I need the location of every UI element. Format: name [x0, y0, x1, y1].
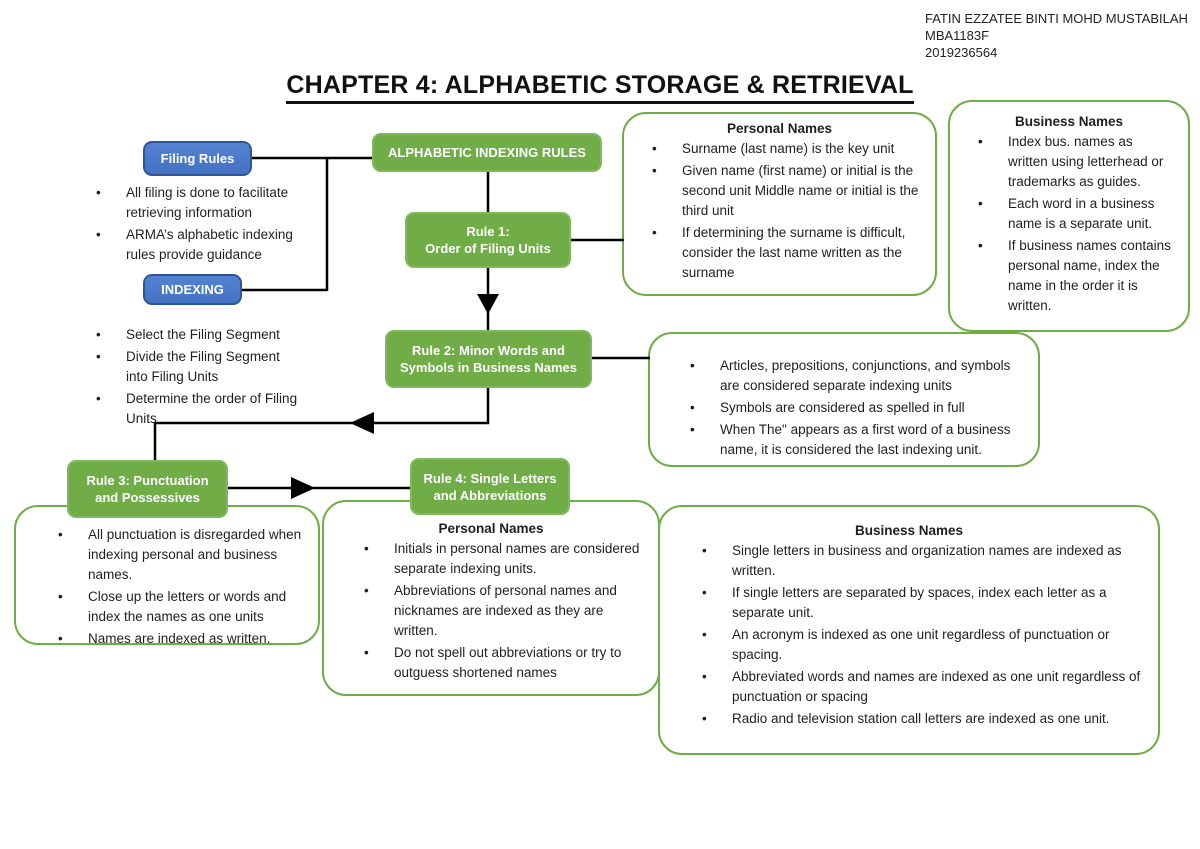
bullet-list: Surname (last name) is the key unit Give… — [624, 139, 935, 283]
container-heading: Personal Names — [438, 521, 544, 536]
list-item: Radio and television station call letter… — [690, 709, 1144, 729]
list-item: Do not spell out abbreviations or try to… — [352, 643, 644, 683]
list-item: ARMA’s alphabetic indexing rules provide… — [84, 225, 304, 265]
list-item: Index bus. names as written using letter… — [966, 132, 1174, 192]
node-label-line2: Order of Filing Units — [425, 241, 551, 256]
node-label: Rule 2: Minor Words and Symbols in Busin… — [399, 343, 577, 375]
list-item: Divide the Filing Segment into Filing Un… — [84, 347, 304, 387]
list-item: Articles, prepositions, conjunctions, an… — [678, 356, 1024, 396]
container-business-names-bottom: Business Names Single letters in busines… — [658, 505, 1160, 755]
arrow-left-icon — [350, 412, 374, 434]
list-item: All filing is done to facilitate retriev… — [84, 183, 304, 223]
list-item: Names are indexed as written. — [46, 629, 304, 649]
node-rule4: Rule 4: Single Letters and Abbreviations — [410, 458, 570, 515]
indexing-notes: Select the Filing Segment Divide the Fil… — [68, 325, 318, 431]
container-rule3-detail: All punctuation is disregarded when inde… — [14, 505, 320, 649]
arrow-right-icon — [291, 477, 315, 499]
list-item: Symbols are considered as spelled in ful… — [678, 398, 1024, 418]
list-item: When The" appears as a first word of a b… — [678, 420, 1024, 460]
node-label: ALPHABETIC INDEXING RULES — [388, 145, 586, 160]
author-student-id: 2019236564 — [925, 45, 998, 60]
bullet-list: Articles, prepositions, conjunctions, an… — [650, 356, 1038, 460]
node-label: Rule 4: Single Letters and Abbreviations — [423, 470, 557, 503]
node-label-line1: Rule 1: — [466, 224, 510, 239]
list-item: If single letters are separated by space… — [690, 583, 1144, 623]
node-label: INDEXING — [161, 282, 224, 297]
list-item: All punctuation is disregarded when inde… — [46, 525, 304, 585]
list-item: Determine the order of Filing Units — [84, 389, 304, 429]
page-title: CHAPTER 4: ALPHABETIC STORAGE & RETRIEVA… — [286, 71, 914, 104]
container-personal-names-bottom: Personal Names Initials in personal name… — [322, 500, 660, 696]
container-rule2-detail: Articles, prepositions, conjunctions, an… — [648, 332, 1040, 467]
bullet-list: Single letters in business and organizat… — [660, 541, 1158, 729]
node-indexing: INDEXING — [143, 274, 242, 305]
bullet-list: Index bus. names as written using letter… — [950, 132, 1188, 316]
node-rule2: Rule 2: Minor Words and Symbols in Busin… — [385, 330, 592, 388]
bullet-list: Initials in personal names are considere… — [324, 539, 658, 683]
author-course-code: MBA1183F — [925, 28, 990, 43]
list-item: If determining the surname is difficult,… — [640, 223, 921, 283]
container-heading: Business Names — [854, 523, 964, 538]
list-item: Single letters in business and organizat… — [690, 541, 1144, 581]
node-filing-rules: Filing Rules — [143, 141, 252, 176]
node-rule3: Rule 3: Punctuation and Possessives — [67, 460, 228, 518]
arrow-down-icon — [477, 294, 499, 314]
container-personal-names-top: Personal Names Surname (last name) is th… — [622, 112, 937, 296]
list-item: Initials in personal names are considere… — [352, 539, 644, 579]
bullet-list: Select the Filing Segment Divide the Fil… — [68, 325, 318, 429]
author-name: FATIN EZZATEE BINTI MOHD MUSTABILAH — [925, 11, 1188, 26]
list-item: Abbreviations of personal names and nick… — [352, 581, 644, 641]
node-label: Rule 3: Punctuation and Possessives — [86, 473, 209, 505]
container-business-names-top: Business Names Index bus. names as writt… — [948, 100, 1190, 332]
container-heading: Personal Names — [726, 121, 833, 136]
title-wrap: CHAPTER 4: ALPHABETIC STORAGE & RETRIEVA… — [0, 71, 1200, 104]
list-item: Given name (first name) or initial is th… — [640, 161, 921, 221]
list-item: If business names contains personal name… — [966, 236, 1174, 316]
list-item: Surname (last name) is the key unit — [640, 139, 921, 159]
list-item: Close up the letters or words and index … — [46, 587, 304, 627]
list-item: Select the Filing Segment — [84, 325, 304, 345]
node-rule1: Rule 1: Order of Filing Units — [405, 212, 571, 268]
bullet-list: All filing is done to facilitate retriev… — [68, 183, 318, 265]
list-item: Abbreviated words and names are indexed … — [690, 667, 1144, 707]
author-block: FATIN EZZATEE BINTI MOHD MUSTABILAH MBA1… — [925, 10, 1188, 61]
filing-rules-notes: All filing is done to facilitate retriev… — [68, 183, 318, 267]
container-heading: Business Names — [1014, 114, 1124, 129]
bullet-list: All punctuation is disregarded when inde… — [16, 525, 318, 649]
node-label: Filing Rules — [160, 151, 235, 166]
list-item: Each word in a business name is a separa… — [966, 194, 1174, 234]
list-item: An acronym is indexed as one unit regard… — [690, 625, 1144, 665]
node-alphabetic-indexing-rules: ALPHABETIC INDEXING RULES — [372, 133, 602, 172]
